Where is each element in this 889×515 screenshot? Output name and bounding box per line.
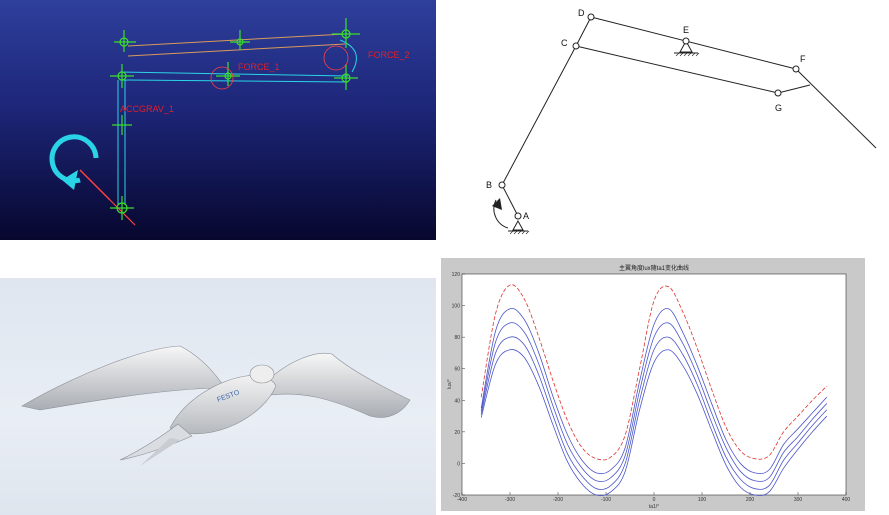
force-vector xyxy=(79,169,111,201)
point-label-a: A xyxy=(523,211,529,221)
y-tick-label: 60 xyxy=(454,367,460,373)
link-ab xyxy=(501,184,519,217)
label-force2: FORCE_2 xyxy=(368,50,410,60)
link-cd xyxy=(575,16,592,47)
rotation-arrow-icon xyxy=(49,134,99,190)
bird-photo-panel: FESTO xyxy=(0,278,436,515)
x-tick-label: 300 xyxy=(794,497,803,503)
force-marker xyxy=(323,45,349,71)
ground-support-e-icon xyxy=(679,39,693,53)
chart: 主翼角度lux随ta1变化曲线 ta1/° lux/° -400-300-200… xyxy=(447,264,851,510)
x-tick-label: 200 xyxy=(746,497,755,503)
x-tick-label: -100 xyxy=(601,497,611,503)
force-marker xyxy=(210,66,234,90)
point-label-f: F xyxy=(800,54,806,64)
link-cg xyxy=(575,45,779,94)
chart-title: 主翼角度lux随ta1变化曲线 xyxy=(619,264,689,272)
bird-head xyxy=(249,364,275,384)
linkage-diagram: A B C D E F G xyxy=(486,8,877,235)
x-axis-label: ta1/° xyxy=(649,504,659,510)
series-line-2 xyxy=(480,307,828,475)
joint-g xyxy=(774,89,782,97)
link-df xyxy=(590,16,797,70)
joint-b xyxy=(498,181,506,189)
marker-icon xyxy=(216,62,240,86)
point-label-g: G xyxy=(775,103,782,113)
series-layer xyxy=(480,284,828,497)
wing-spar xyxy=(795,68,877,149)
chart-panel: 主翼角度lux随ta1变化曲线 ta1/° lux/° -400-300-200… xyxy=(441,258,865,511)
simulation-panel: FORCE_1 FORCE_2 ACCGRAV_1 xyxy=(0,0,436,240)
y-tick-label: 80 xyxy=(454,335,460,341)
series-line-1 xyxy=(480,284,828,461)
marker-icon xyxy=(110,64,134,88)
x-tick-label: -400 xyxy=(457,497,467,503)
joint-markers xyxy=(110,18,360,220)
ground-support-a-icon xyxy=(512,219,524,231)
plot-area xyxy=(461,273,847,496)
ground-hatch xyxy=(509,52,700,235)
link-upper-edge xyxy=(127,43,346,57)
marker-icon xyxy=(112,115,132,135)
x-tick-label: -300 xyxy=(505,497,515,503)
joint-d xyxy=(587,13,595,21)
robotic-bird-illustration: FESTO xyxy=(21,345,411,466)
point-label-b: B xyxy=(486,180,492,190)
marker-icon xyxy=(332,18,360,48)
label-gravity: ACCGRAV_1 xyxy=(120,104,174,114)
marker-icon xyxy=(114,30,136,52)
tail-feather xyxy=(140,438,180,466)
link-g-wing xyxy=(777,84,811,94)
series-line-5 xyxy=(480,349,828,497)
point-label-d: D xyxy=(578,8,585,18)
point-label-e: E xyxy=(683,25,689,35)
right-wing xyxy=(261,352,411,418)
y-tick-label: 0 xyxy=(457,461,460,467)
y-tick-label: 120 xyxy=(452,272,461,278)
joint-f xyxy=(792,65,800,73)
y-axis-label: lux/° xyxy=(447,379,453,389)
joint-a xyxy=(514,212,522,220)
joint-arc xyxy=(339,39,357,73)
left-wing xyxy=(21,345,226,411)
series-line-3 xyxy=(480,322,828,482)
link-bc xyxy=(501,45,577,186)
link-upper xyxy=(127,33,346,47)
linkage-panel: A B C D E F G xyxy=(470,0,889,240)
y-tick-label: -20 xyxy=(453,493,460,499)
marker-icon xyxy=(334,64,358,90)
y-tick-label: 20 xyxy=(454,430,460,436)
x-tick-label: 100 xyxy=(698,497,707,503)
simulation-view: FORCE_1 FORCE_2 ACCGRAV_1 xyxy=(49,18,410,226)
point-label-c: C xyxy=(561,38,568,48)
link-lower xyxy=(119,71,349,77)
label-force1: FORCE_1 xyxy=(238,62,280,72)
rotation-arrowhead-icon xyxy=(492,198,502,210)
bird-body xyxy=(169,375,277,435)
y-tick-label: 100 xyxy=(452,304,461,310)
joint-e xyxy=(682,37,690,45)
joint-c xyxy=(572,42,580,50)
marker-icon xyxy=(110,196,134,220)
marker-icon xyxy=(230,30,250,50)
x-tick-label: 400 xyxy=(842,497,851,503)
series-line-4 xyxy=(480,336,828,490)
x-tick-label: 0 xyxy=(653,497,656,503)
y-tick-label: 40 xyxy=(454,398,460,404)
rotation-arrow-icon xyxy=(493,199,509,229)
link-lower-edge xyxy=(119,79,349,83)
x-tick-label: -200 xyxy=(553,497,563,503)
